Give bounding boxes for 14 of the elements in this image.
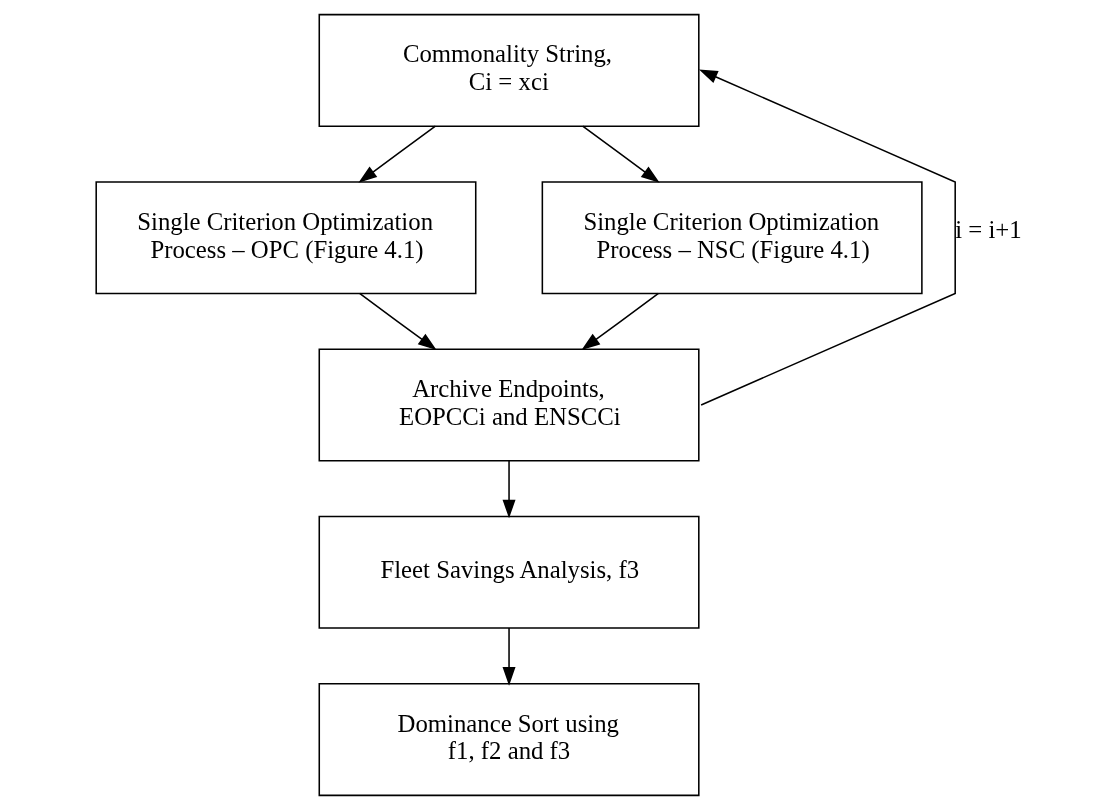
node-box: Single Criterion Optimization Process – NSC (Figure 4.1) [541, 181, 923, 295]
node-box: Commonality String, Ci = xci [318, 13, 700, 127]
node-box: Archive Endpoints, EOPCCi and ENSCCi [318, 348, 700, 462]
arrow [502, 460, 516, 519]
arrow [581, 125, 660, 183]
arrow [698, 69, 956, 406]
node-box: Single Criterion Optimization Process – OPC (Figure 4.1) [94, 181, 476, 295]
node-box: Fleet Savings Analysis, f3 [318, 515, 700, 629]
arrow [502, 627, 516, 686]
arrow [581, 292, 659, 351]
arrow [358, 292, 437, 351]
arrow [357, 125, 436, 183]
edge-label: i = i+1 [954, 215, 1022, 243]
node-box: Dominance Sort using f1, f2 and f3 [318, 683, 700, 797]
